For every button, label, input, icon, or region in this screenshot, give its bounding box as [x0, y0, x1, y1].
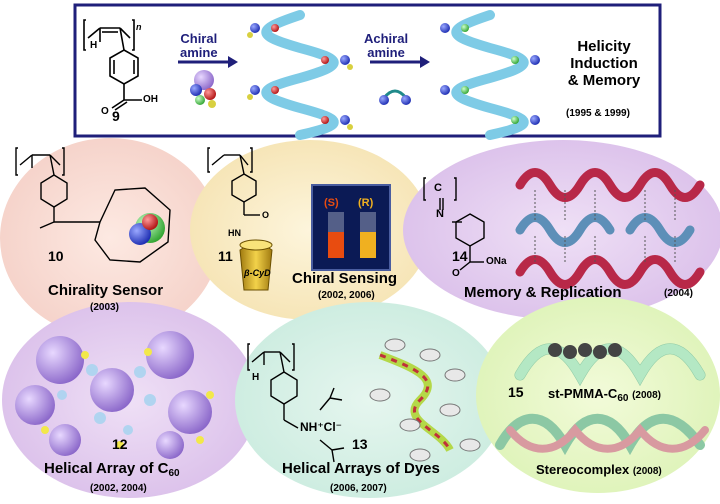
chirality-sensor-title: Chirality Sensor	[48, 282, 164, 299]
cyd-label: β-CyD	[244, 268, 271, 278]
vial-photo	[311, 184, 391, 271]
atom-ona-14: ONa	[486, 256, 507, 267]
dye-helix	[369, 338, 481, 462]
c60-array	[15, 331, 214, 459]
vial-s-label: (S)	[324, 197, 339, 209]
memory-years: (2004)	[664, 288, 693, 299]
chiral-sensing-years: (2002, 2006)	[318, 290, 375, 301]
c60-years: (2002, 2004)	[90, 483, 147, 494]
atom-n-14: N	[436, 208, 444, 220]
chiral-sensing-title: Chiral Sensing	[292, 270, 398, 287]
vial-r	[360, 232, 376, 258]
top-panel-frame	[73, 3, 662, 138]
compound-13: 13	[352, 436, 368, 452]
stereocomplex-year: (2008)	[632, 466, 662, 477]
helix-replication	[515, 168, 705, 289]
c60-chain	[548, 343, 622, 359]
structure-14	[423, 177, 485, 271]
dyes-years: (2006, 2007)	[330, 483, 387, 494]
c60-title: Helical Array of C60	[44, 460, 180, 479]
panel-chiral-sensing-bg	[190, 140, 430, 320]
achiral-amine-icon	[379, 89, 411, 105]
ammonium-label: NH⁺Cl⁻	[300, 420, 342, 434]
stereocomplex-text: Stereocomplex	[536, 462, 630, 477]
compound-12: 12	[112, 436, 128, 452]
helix-stereocomplex	[495, 413, 709, 456]
c60-title-main: Helical Array of C	[44, 460, 169, 477]
atom-c-14: C	[434, 182, 442, 194]
structure-11	[207, 147, 260, 216]
atom-o-9: O	[101, 106, 109, 117]
vial-r-label: (R)	[358, 197, 374, 209]
chiral-amine-icon	[190, 70, 216, 108]
pmma-year: (2008)	[632, 390, 661, 401]
dyes-title: Helical Arrays of Dyes	[282, 460, 440, 477]
achiral-amine-label: Achiral amine	[364, 31, 409, 60]
guest-amine-10	[129, 213, 165, 245]
compound-9: 9	[112, 108, 120, 124]
stereocomplex-label: Stereocomplex (2008)	[536, 462, 662, 477]
compound-15: 15	[508, 384, 524, 400]
compound-10: 10	[48, 248, 64, 264]
vial-s	[328, 232, 344, 258]
chiral-amine-label: Chiral amine	[180, 31, 218, 60]
atom-o-14: O	[452, 268, 460, 279]
sub-n-9: n	[136, 22, 142, 32]
pmma-label: st-PMMA-C60 (2008)	[548, 386, 661, 404]
helicity-title: Helicity Induction & Memory	[567, 38, 641, 89]
pmma-label-main: st-PMMA-C	[548, 386, 618, 401]
helix-induced	[247, 10, 353, 140]
helicity-years: (1995 & 1999)	[566, 108, 630, 119]
atom-hn-11: HN	[228, 228, 241, 238]
atom-o-11: O	[262, 210, 270, 220]
compound-11: 11	[218, 248, 233, 264]
panel-chirality-sensor-bg	[0, 138, 220, 338]
atom-h-13: H	[252, 372, 260, 383]
structure-13	[247, 343, 345, 463]
chirality-sensor-years: (2003)	[90, 302, 119, 313]
memory-title: Memory & Replication	[464, 284, 622, 301]
helix-memory	[440, 10, 540, 140]
structure-9	[83, 19, 142, 111]
structure-10	[15, 147, 171, 263]
pmma-label-sub: 60	[617, 393, 629, 404]
atom-h-9: H	[90, 40, 98, 51]
compound-14: 14	[452, 248, 468, 264]
atom-oh-9: OH	[143, 94, 158, 105]
c60-title-sub: 60	[168, 468, 180, 479]
